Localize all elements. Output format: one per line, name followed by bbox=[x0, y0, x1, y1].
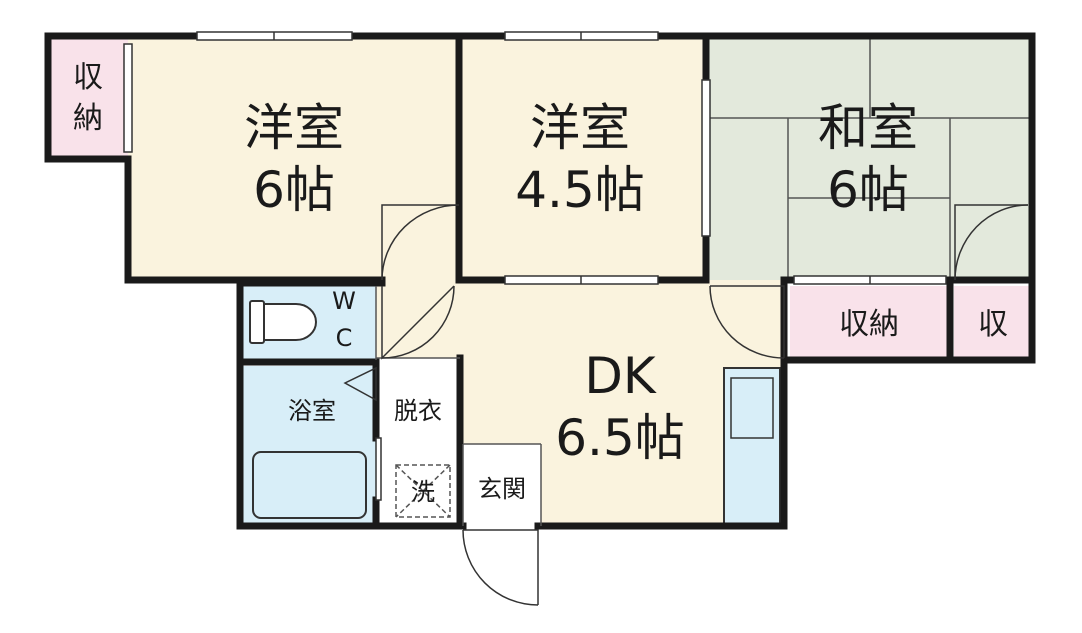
room-fill-changing bbox=[376, 358, 460, 526]
bathtub-icon bbox=[252, 451, 367, 519]
room-name-western-6: 洋室 bbox=[244, 99, 344, 157]
washer-area-icon bbox=[395, 464, 451, 518]
room-fill-western-4-5 bbox=[456, 36, 706, 280]
room-name-bath: 浴室 bbox=[288, 397, 336, 425]
room-name-entrance: 玄関 bbox=[478, 475, 526, 503]
room-size-japanese-6: 6帖 bbox=[827, 161, 909, 219]
sliding-doors bbox=[375, 275, 947, 501]
tatami-grid bbox=[706, 36, 1032, 280]
room-fill-storage-right bbox=[954, 286, 1032, 360]
wc-label-w: W bbox=[332, 287, 356, 315]
room-size-western-6: 6帖 bbox=[253, 161, 335, 219]
room-fill-japanese-6 bbox=[706, 36, 1032, 280]
room-name-changing: 脱衣 bbox=[394, 397, 442, 425]
room-name-japanese-6: 和室 bbox=[818, 99, 918, 157]
room-fill-storage-top-left bbox=[48, 36, 128, 159]
kitchen-counter bbox=[723, 367, 781, 525]
windows bbox=[123, 31, 711, 237]
toilet-icon bbox=[249, 300, 317, 344]
storage-top-left-label-2: 納 bbox=[73, 101, 103, 136]
room-name-western-4-5: 洋室 bbox=[530, 99, 630, 157]
storage-right-label: 収 bbox=[978, 307, 1008, 342]
room-name-dk: DK bbox=[584, 347, 657, 405]
washer-label: 洗 bbox=[411, 478, 435, 506]
room-fill-entrance bbox=[463, 444, 541, 526]
storage-middle-label: 収納 bbox=[839, 307, 899, 342]
room-fill-storage-middle bbox=[790, 286, 948, 360]
room-fill-western-6 bbox=[128, 36, 456, 280]
kitchen-sink-icon bbox=[730, 377, 774, 439]
swing-doors bbox=[343, 204, 1029, 606]
wc-label-c: C bbox=[336, 324, 353, 352]
room-size-dk: 6.5帖 bbox=[555, 409, 685, 467]
room-size-western-4-5: 4.5帖 bbox=[515, 161, 645, 219]
storage-top-left-label-1: 収 bbox=[73, 60, 103, 95]
